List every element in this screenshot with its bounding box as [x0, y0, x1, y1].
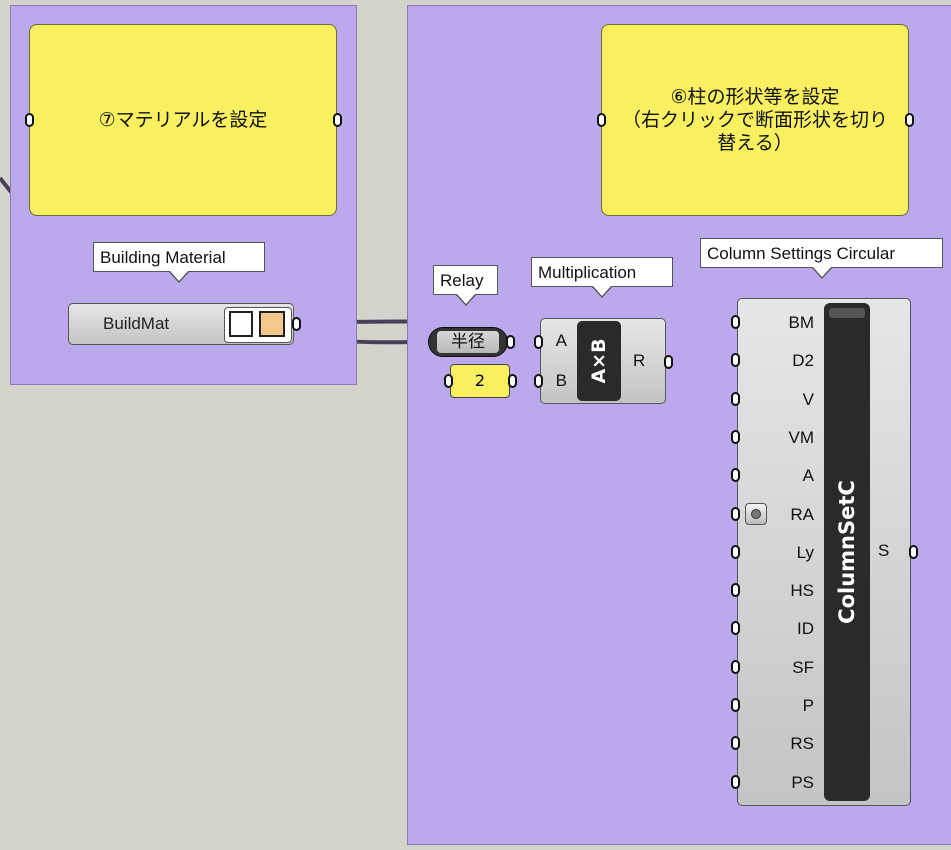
- columnsetc-input-port-rs[interactable]: [731, 736, 740, 751]
- columnsetc-input-label-a: A: [802, 466, 814, 486]
- buildmat-component[interactable]: BuildMat: [68, 303, 294, 345]
- relay-label: 半径: [451, 332, 485, 352]
- columnsetc-input-label-ra: RA: [790, 504, 814, 524]
- tooltip-multiplication: Multiplication: [531, 257, 673, 298]
- mult-output-r-label: R: [633, 351, 646, 370]
- radio-toggle-icon[interactable]: [745, 503, 767, 525]
- columnsetc-input-label-id: ID: [797, 619, 814, 639]
- buildmat-swatch-white[interactable]: [229, 311, 253, 337]
- tooltip-column-settings: Column Settings Circular: [700, 238, 943, 279]
- columnsetc-body: ColumnSetC: [824, 303, 870, 801]
- columnsetc-input-port-ps[interactable]: [731, 774, 740, 789]
- radio-toggle-dot: [751, 509, 761, 519]
- columnsetc-input-label-v: V: [802, 389, 814, 409]
- columnsetc-input-port-vm[interactable]: [731, 429, 740, 444]
- panel-material-input-port[interactable]: [25, 113, 34, 127]
- columnsetc-input-label-ps: PS: [791, 772, 814, 792]
- mult-body: A×B: [577, 321, 621, 401]
- columnsetc-input-port-hs[interactable]: [731, 583, 740, 598]
- number-input-port[interactable]: [444, 374, 453, 388]
- columnsetc-input-port-id[interactable]: [731, 621, 740, 636]
- columnsetc-input-port-a[interactable]: [731, 468, 740, 483]
- columnsetc-output-port[interactable]: [909, 545, 918, 559]
- panel-column-input-port[interactable]: [597, 113, 606, 127]
- panel-material-text: ⑦マテリアルを設定: [98, 108, 268, 131]
- relay-component[interactable]: 半径: [428, 327, 508, 357]
- columnsetc-input-port-ra[interactable]: [731, 506, 740, 521]
- panel-material-output-port[interactable]: [333, 113, 342, 127]
- columnsetc-input-label-sf: SF: [792, 657, 814, 677]
- panel-column-text: ⑥柱の形状等を設定 （右クリックで断面形状を切り替える）: [622, 85, 889, 154]
- number-value: 2: [474, 371, 486, 390]
- columnsetc-output-label: S: [878, 541, 890, 560]
- mult-input-b-port[interactable]: [534, 374, 543, 388]
- columnsetc-input-port-v[interactable]: [731, 391, 740, 406]
- columnsetc-input-port-p[interactable]: [731, 698, 740, 712]
- columnsetc-input-port-d2[interactable]: [731, 353, 740, 368]
- buildmat-label: BuildMat: [103, 314, 170, 333]
- columnsetc-input-port-sf[interactable]: [731, 659, 740, 674]
- panel-column-output-port[interactable]: [905, 113, 914, 127]
- columnsetc-input-label-hs: HS: [790, 581, 814, 601]
- tooltip-building-material: Building Material: [93, 242, 265, 283]
- columnsetc-input-port-ly[interactable]: [731, 544, 740, 559]
- columnsetc-body-top: [829, 308, 865, 318]
- multiplication-component[interactable]: A B A×B R: [540, 318, 666, 404]
- mult-input-a-port[interactable]: [534, 335, 543, 349]
- buildmat-swatch-tan[interactable]: [259, 311, 285, 337]
- mult-output-r-port[interactable]: [664, 355, 673, 369]
- columnsetc-input-label-ly: Ly: [796, 542, 814, 562]
- panel-material-note[interactable]: ⑦マテリアルを設定: [29, 24, 337, 216]
- columnsetc-input-label-rs: RS: [790, 734, 814, 754]
- columnsetc-input-label-vm: VM: [788, 427, 815, 447]
- tooltip-relay: Relay: [433, 265, 498, 306]
- mult-input-a-label: A: [555, 331, 567, 350]
- mult-body-label: A×B: [588, 338, 610, 384]
- relay-output-port[interactable]: [506, 335, 515, 349]
- columnsetc-name: ColumnSetC: [835, 480, 859, 624]
- columnsetc-input-port-bm[interactable]: [731, 315, 740, 329]
- columnsetc-input-label-bm: BM: [788, 313, 815, 332]
- number-output-port[interactable]: [508, 374, 517, 388]
- columnsetc-input-label-d2: D2: [792, 351, 814, 371]
- number-param[interactable]: 2: [450, 364, 510, 398]
- buildmat-output-port[interactable]: [292, 317, 301, 331]
- mult-input-b-label: B: [555, 371, 567, 390]
- relay-label-box: 半径: [437, 331, 499, 353]
- columnsetc-input-label-p: P: [802, 696, 814, 715]
- panel-column-note[interactable]: ⑥柱の形状等を設定 （右クリックで断面形状を切り替える）: [601, 24, 909, 216]
